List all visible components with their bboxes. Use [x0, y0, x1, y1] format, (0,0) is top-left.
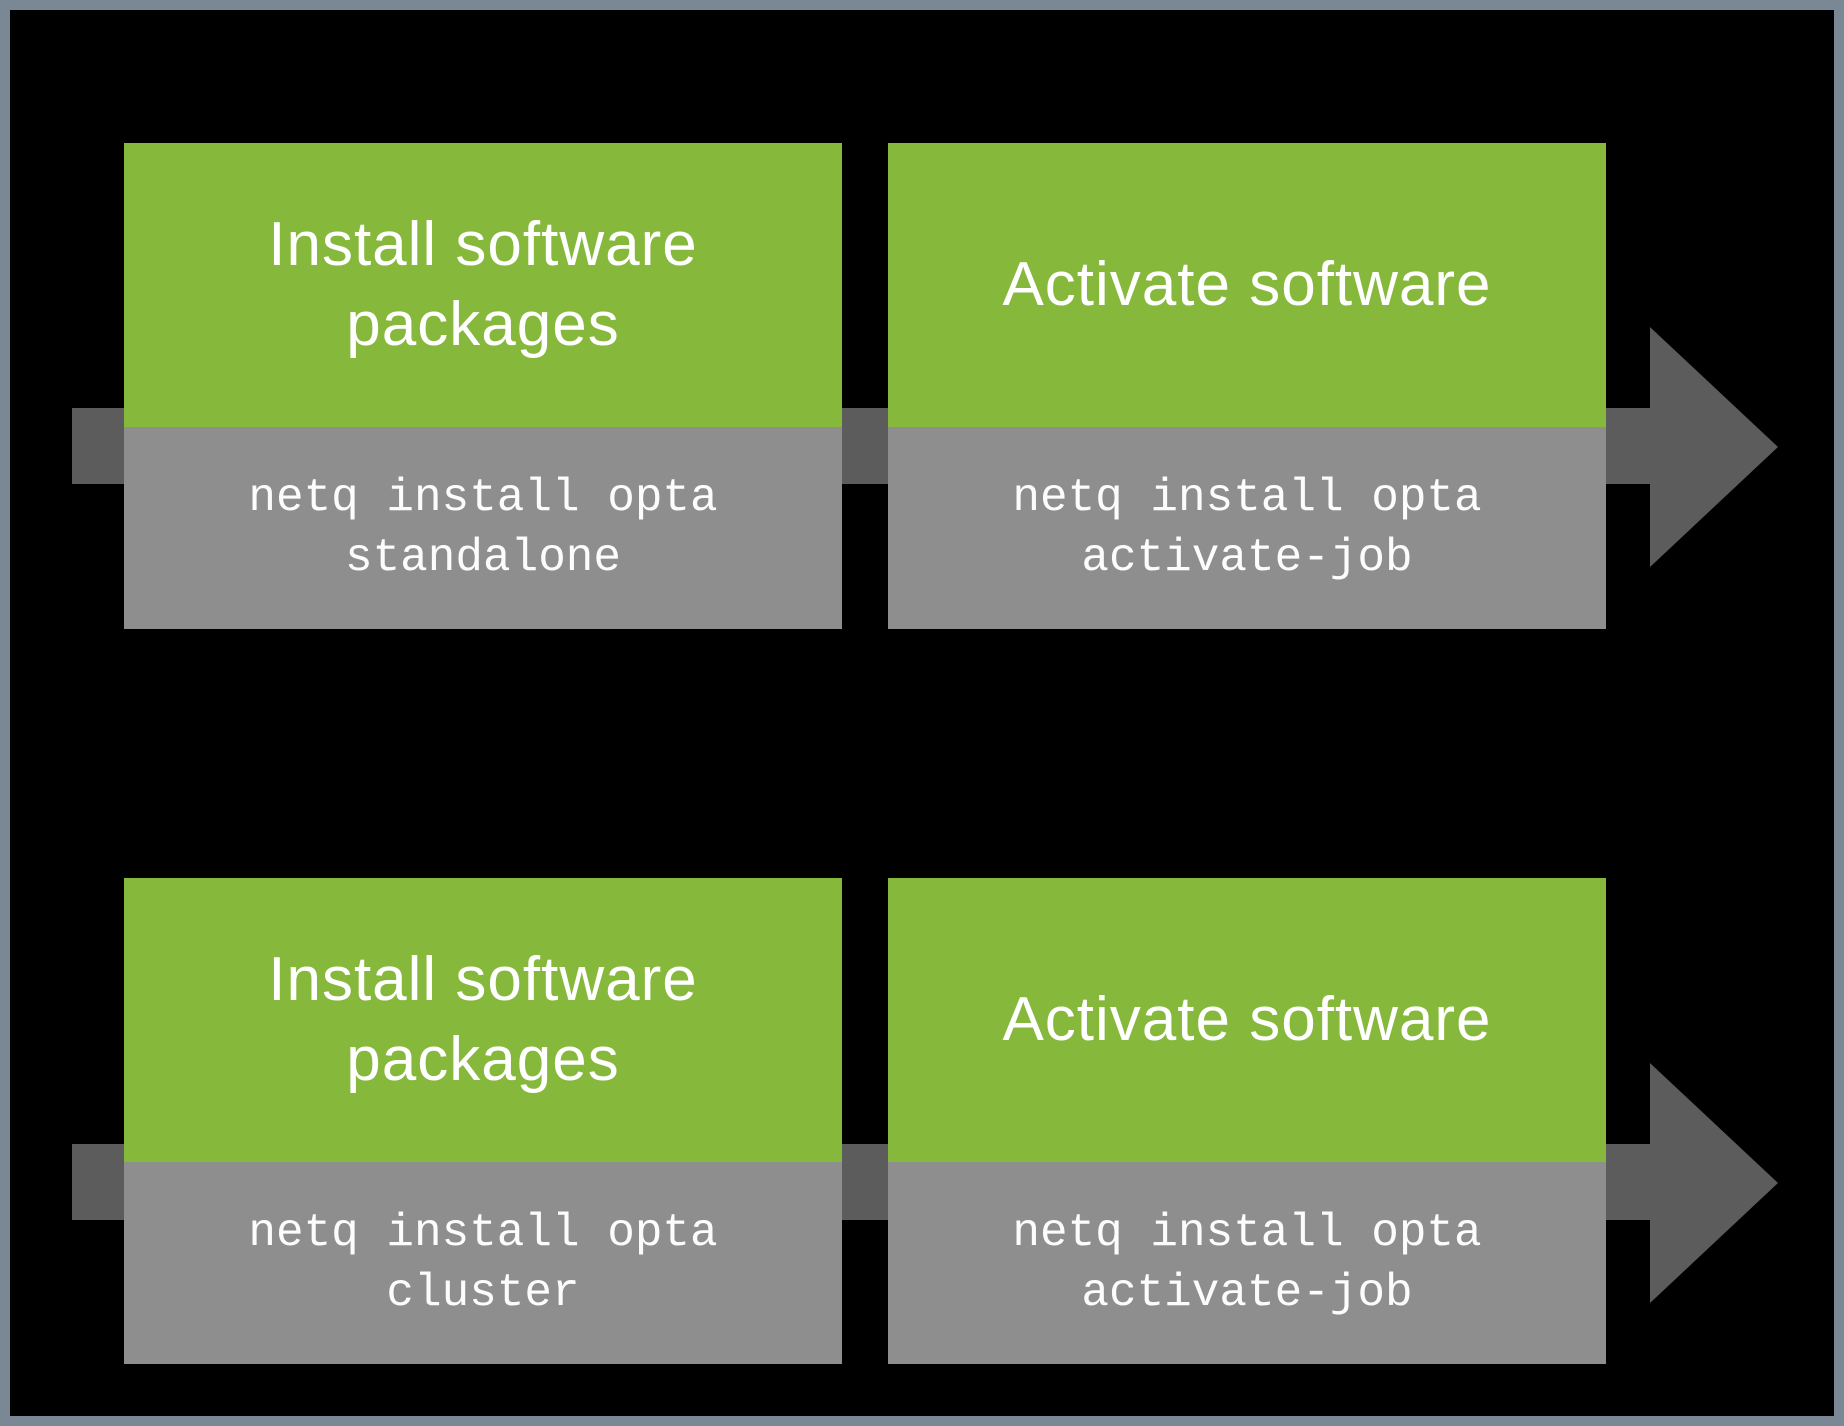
step-title: Activate software [888, 878, 1606, 1162]
step-title: Install software packages [124, 878, 842, 1162]
step-box-activate-standalone: Activate software netq install opta acti… [888, 143, 1606, 629]
command-line: activate-job [1081, 532, 1413, 584]
command-label: netq install opta cluster [124, 1162, 842, 1364]
command-line: netq install opta [1012, 1207, 1482, 1259]
command-label: netq install opta standalone [124, 427, 842, 629]
command-line: cluster [386, 1267, 580, 1319]
right-arrow-icon [1650, 1063, 1778, 1303]
step-title-line: Activate software [1002, 985, 1492, 1054]
step-box-install-standalone: Install software packages netq install o… [124, 143, 842, 629]
step-title-line: packages [346, 1025, 620, 1094]
step-box-activate-cluster: Activate software netq install opta acti… [888, 878, 1606, 1364]
command-line: standalone [344, 532, 622, 584]
step-title-line: Activate software [1002, 250, 1492, 319]
command-line: netq install opta [248, 1207, 718, 1259]
command-label: netq install opta activate-job [888, 427, 1606, 629]
step-title-line: Install software [268, 210, 698, 279]
step-title: Activate software [888, 143, 1606, 427]
step-box-install-cluster: Install software packages netq install o… [124, 878, 842, 1364]
step-title-line: packages [346, 290, 620, 359]
command-line: activate-job [1081, 1267, 1413, 1319]
command-line: netq install opta [1012, 472, 1482, 524]
right-arrow-icon [1650, 327, 1778, 567]
command-label: netq install opta activate-job [888, 1162, 1606, 1364]
step-title: Install software packages [124, 143, 842, 427]
step-title-line: Install software [268, 945, 698, 1014]
command-line: netq install opta [248, 472, 718, 524]
